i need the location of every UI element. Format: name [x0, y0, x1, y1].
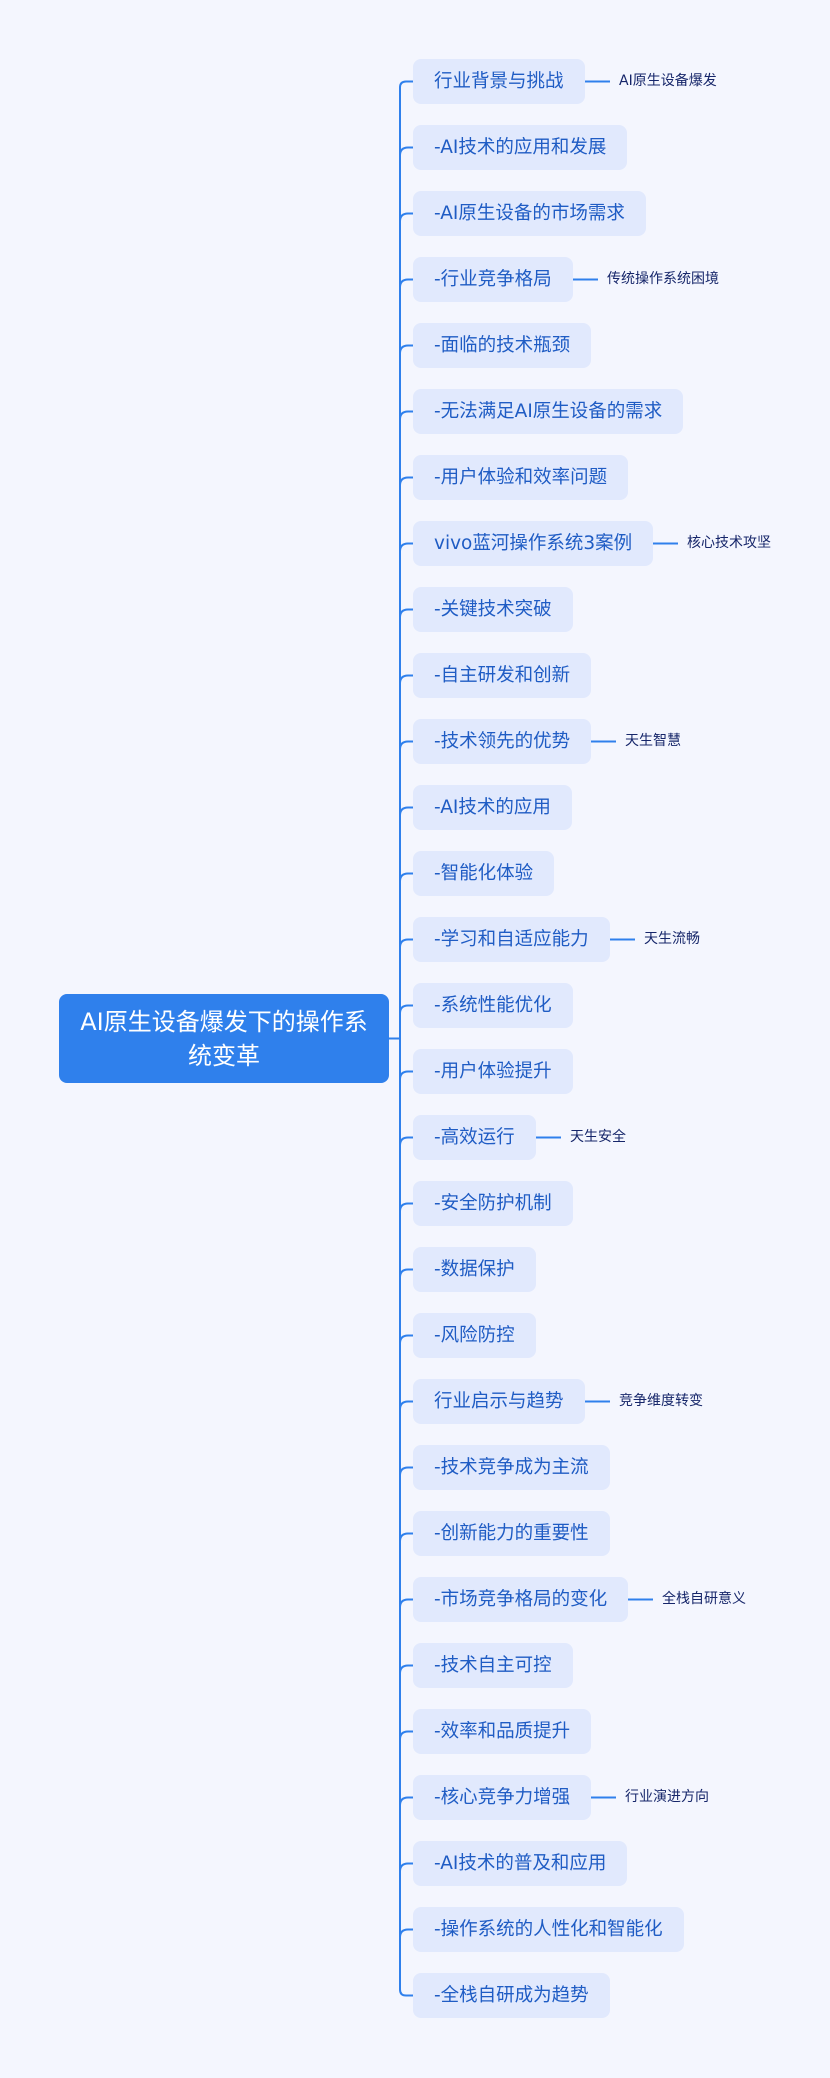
connector	[399, 1598, 413, 1608]
subtopic-node[interactable]: -行业竞争格局	[413, 257, 573, 302]
connector	[399, 1664, 413, 1674]
subtopic-node[interactable]: -创新能力的重要性	[413, 1511, 610, 1556]
connector	[399, 1268, 413, 1278]
connector	[399, 740, 413, 750]
subtopic-node[interactable]: -操作系统的人性化和智能化	[413, 1907, 684, 1952]
connector	[399, 1796, 413, 1806]
subtopic-node[interactable]: -AI技术的普及和应用	[413, 1841, 628, 1886]
subtopic-node[interactable]: -技术领先的优势	[413, 719, 592, 764]
subtopic-node[interactable]: -核心竞争力增强	[413, 1775, 592, 1820]
connector	[399, 1928, 413, 1938]
connector	[399, 1730, 413, 1740]
subtopic-label[interactable]: 传统操作系统困境	[607, 271, 719, 287]
subtopic-label[interactable]: 天生智慧	[625, 733, 681, 749]
subtopic-node[interactable]: vivo蓝河操作系统3案例	[413, 521, 654, 566]
subtopic-node[interactable]: -数据保护	[413, 1247, 536, 1292]
subtopic-node[interactable]: -无法满足AI原生设备的需求	[413, 389, 684, 434]
connector	[399, 1136, 413, 1146]
subtopic-label[interactable]: 行业演进方向	[625, 1789, 709, 1805]
subtopic-node[interactable]: -面临的技术瓶颈	[413, 323, 592, 368]
connector	[399, 1070, 413, 1080]
subtopic-node[interactable]: -用户体验和效率问题	[413, 455, 629, 500]
subtopic-node[interactable]: -关键技术突破	[413, 587, 573, 632]
subtopic-node[interactable]: -AI原生设备的市场需求	[413, 191, 646, 236]
subtopic-node[interactable]: 行业启示与趋势	[413, 1379, 585, 1424]
connector	[399, 476, 413, 486]
connector	[399, 1532, 413, 1542]
subtopic-node[interactable]: -智能化体验	[413, 851, 555, 896]
subtopic-node[interactable]: -AI技术的应用和发展	[413, 125, 628, 170]
subtopic-node[interactable]: -技术竞争成为主流	[413, 1445, 610, 1490]
root-topic[interactable]: AI原生设备爆发下的操作系统变革	[59, 994, 389, 1083]
connector	[399, 872, 413, 882]
root-title: AI原生设备爆发下的操作系统变革	[80, 1007, 368, 1070]
subtopic-node[interactable]: -系统性能优化	[413, 983, 573, 1028]
connector	[399, 674, 413, 684]
connector	[399, 212, 413, 222]
connector	[399, 410, 413, 420]
connector	[399, 80, 413, 1997]
connector	[399, 1004, 413, 1014]
subtopic-node[interactable]: -市场竞争格局的变化	[413, 1577, 629, 1622]
connector	[399, 542, 413, 552]
subtopic-node[interactable]: -全栈自研成为趋势	[413, 1973, 610, 2018]
connector	[399, 1400, 413, 1410]
subtopic-node[interactable]: -高效运行	[413, 1115, 536, 1160]
subtopic-node[interactable]: -自主研发和创新	[413, 653, 592, 698]
subtopic-node[interactable]: -效率和品质提升	[413, 1709, 592, 1754]
connector	[399, 146, 413, 156]
connector	[399, 806, 413, 816]
connector	[399, 938, 413, 948]
connector	[399, 1202, 413, 1212]
subtopic-node[interactable]: -用户体验提升	[413, 1049, 573, 1094]
connector	[399, 1862, 413, 1872]
subtopic-node[interactable]: 行业背景与挑战	[413, 59, 585, 104]
subtopic-node[interactable]: -技术自主可控	[413, 1643, 573, 1688]
subtopic-node[interactable]: -AI技术的应用	[413, 785, 572, 830]
connector	[399, 344, 413, 354]
connector	[399, 278, 413, 288]
connector	[399, 1334, 413, 1344]
subtopic-label[interactable]: 竞争维度转变	[619, 1393, 703, 1409]
subtopic-label[interactable]: 全栈自研意义	[662, 1591, 746, 1607]
connector	[399, 608, 413, 618]
subtopic-label[interactable]: AI原生设备爆发	[619, 73, 717, 89]
connector	[399, 1466, 413, 1476]
subtopic-node[interactable]: -风险防控	[413, 1313, 536, 1358]
subtopic-node[interactable]: -学习和自适应能力	[413, 917, 610, 962]
subtopic-node[interactable]: -安全防护机制	[413, 1181, 573, 1226]
subtopic-label[interactable]: 天生安全	[570, 1129, 626, 1145]
subtopic-label[interactable]: 核心技术攻坚	[687, 535, 771, 551]
subtopic-label[interactable]: 天生流畅	[644, 931, 700, 947]
